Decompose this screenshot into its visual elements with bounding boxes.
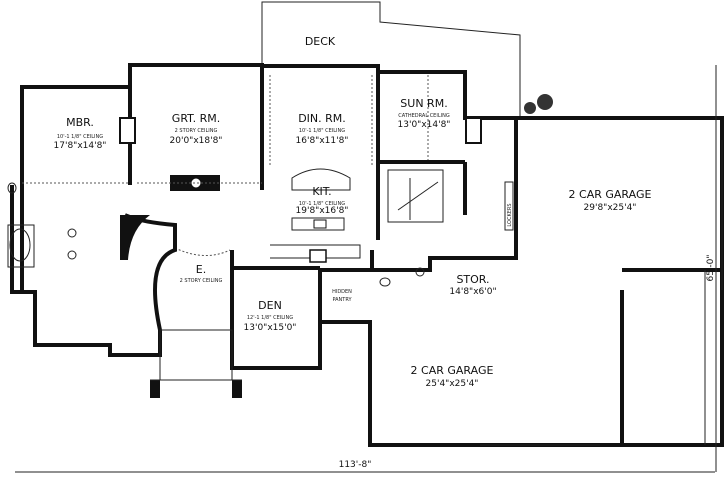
- garage-doors: LOCKERS: [480, 140, 723, 446]
- width-dimension: 113'-8": [339, 460, 372, 470]
- svg-text:2 STORY CEILING: 2 STORY CEILING: [180, 278, 223, 284]
- room-den: DEN 12'-1 1/8" CEILING 13'0"x15'0": [244, 299, 297, 333]
- svg-text:DIN. RM.: DIN. RM.: [298, 112, 346, 125]
- room-garage-upper: 2 CAR GARAGE 29'8"x25'4": [569, 188, 652, 213]
- svg-text:HIDDEN: HIDDEN: [332, 289, 352, 295]
- room-entry: E. 2 STORY CEILING: [180, 263, 223, 284]
- svg-text:KIT.: KIT.: [312, 185, 331, 198]
- svg-text:29'8"x25'4": 29'8"x25'4": [584, 203, 637, 213]
- svg-text:10'-1 1/8" CEILING: 10'-1 1/8" CEILING: [299, 201, 345, 207]
- svg-text:12'-1 1/8" CEILING: 12'-1 1/8" CEILING: [247, 315, 293, 321]
- room-storage: STOR. 14'8"x6'0": [449, 273, 496, 297]
- bath-fixtures: [7, 182, 425, 287]
- svg-text:14'8"x6'0": 14'8"x6'0": [449, 287, 496, 297]
- dimension-lines: [15, 65, 717, 473]
- svg-text:STOR.: STOR.: [456, 273, 489, 286]
- room-mbr: MBR. 10'-1 1/8" CEILING 17'8"x14'8": [54, 116, 107, 151]
- svg-text:CATHEDRAL CEILING: CATHEDRAL CEILING: [398, 113, 450, 119]
- porch: [150, 329, 242, 398]
- kitchen-island: [270, 168, 361, 263]
- svg-text:DEN: DEN: [258, 299, 282, 312]
- svg-text:GRT. RM.: GRT. RM.: [172, 112, 220, 125]
- room-garage-lower: 2 CAR GARAGE 25'4"x25'4": [411, 364, 494, 389]
- svg-text:20'0"x18'8": 20'0"x18'8": [170, 136, 223, 146]
- svg-text:10'-1 1/8" CEILING: 10'-1 1/8" CEILING: [299, 128, 345, 134]
- svg-text:E.: E.: [196, 263, 206, 276]
- room-hidden-pantry: HIDDEN PANTRY: [332, 289, 352, 303]
- svg-text:17'8"x14'8": 17'8"x14'8": [54, 141, 107, 151]
- svg-text:10'-1 1/8" CEILING: 10'-1 1/8" CEILING: [57, 134, 103, 140]
- room-kitchen: KIT. 10'-1 1/8" CEILING 19'8"x16'8": [296, 185, 349, 216]
- svg-text:2 CAR GARAGE: 2 CAR GARAGE: [569, 188, 652, 201]
- openings: [22, 75, 429, 256]
- svg-text:SUN RM.: SUN RM.: [400, 97, 447, 110]
- svg-text:13'0"x15'0": 13'0"x15'0": [244, 323, 297, 333]
- svg-text:PANTRY: PANTRY: [332, 297, 352, 303]
- svg-text:2 STORY CEILING: 2 STORY CEILING: [175, 128, 218, 134]
- deck-outline: [261, 1, 521, 118]
- depth-dimension: 65'-0": [706, 254, 716, 281]
- svg-text:25'4"x25'4": 25'4"x25'4": [426, 379, 479, 389]
- exterior-walls: [10, 63, 724, 447]
- svg-text:MBR.: MBR.: [66, 116, 94, 129]
- room-dining: DIN. RM. 10'-1 1/8" CEILING 16'8"x11'8": [296, 112, 349, 146]
- svg-text:13'0"x14'8": 13'0"x14'8": [398, 120, 451, 130]
- tree-icons: [524, 94, 553, 114]
- svg-text:16'8"x11'8": 16'8"x11'8": [296, 136, 349, 146]
- deck-label: DECK: [305, 35, 336, 48]
- room-sun-room: SUN RM. CATHEDRAL CEILING 13'0"x14'8": [398, 97, 451, 130]
- stairs: [120, 169, 444, 331]
- room-great-room: GRT. RM. 2 STORY CEILING 20'0"x18'8": [170, 112, 223, 146]
- svg-text:19'8"x16'8": 19'8"x16'8": [296, 206, 349, 216]
- lockers-label: LOCKERS: [507, 203, 513, 226]
- svg-text:2 CAR GARAGE: 2 CAR GARAGE: [411, 364, 494, 377]
